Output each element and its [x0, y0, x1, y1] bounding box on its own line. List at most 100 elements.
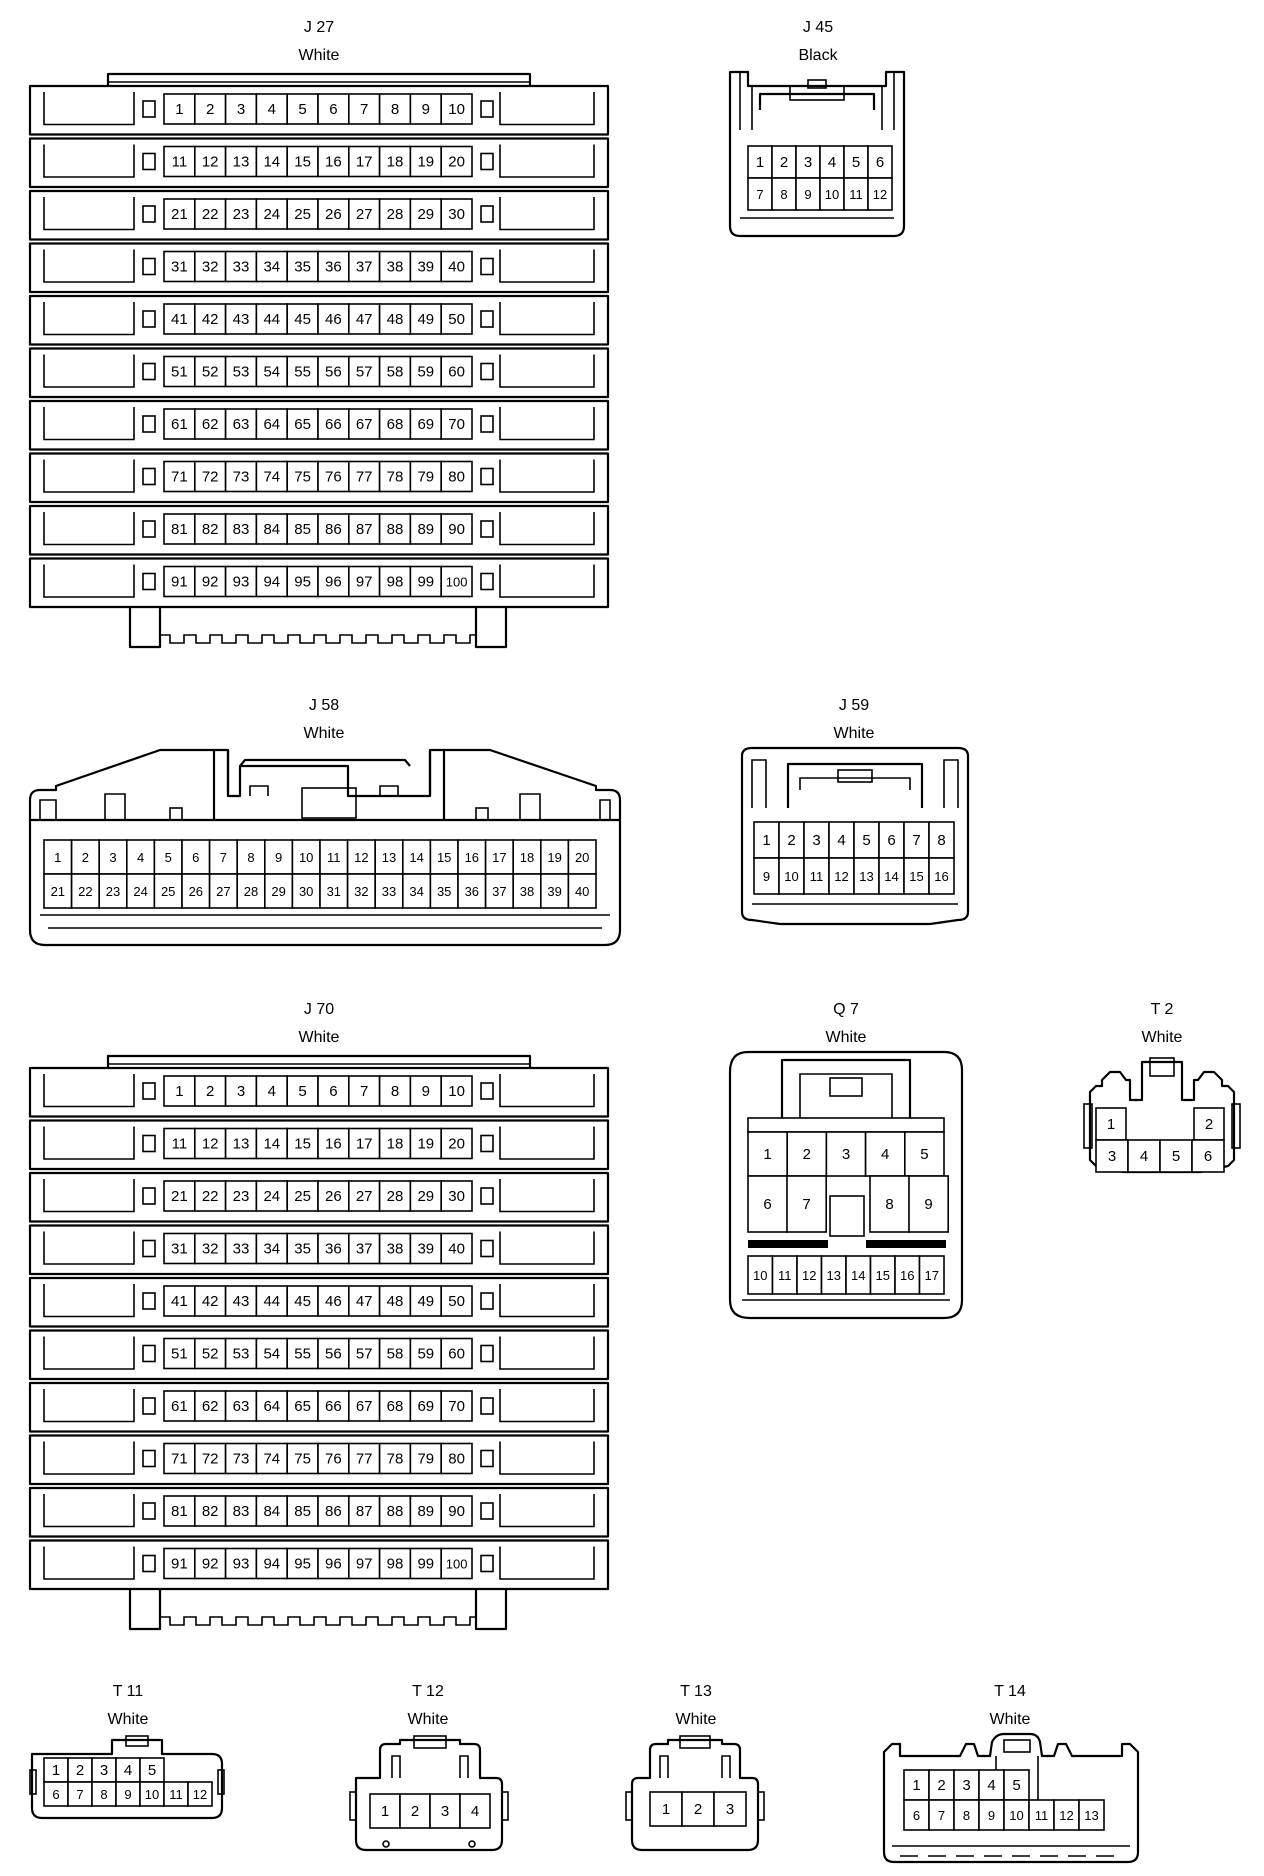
pin-cell: [163, 1285, 196, 1317]
pin-number: 3: [842, 1146, 850, 1163]
pin-cell: [255, 303, 288, 335]
pin-number: 62: [202, 416, 219, 433]
pin-cell: [317, 408, 350, 440]
housing-right-bay: [499, 564, 595, 598]
pin-cell: [409, 1180, 442, 1212]
housing-left-bay: [43, 1336, 135, 1370]
pin-number: 65: [294, 416, 311, 433]
housing-left-lock: [142, 467, 156, 486]
pin-cell: [681, 1791, 715, 1827]
pin-cell: [224, 1390, 258, 1422]
pin-cell: [440, 1442, 473, 1475]
pin-number: 70: [448, 416, 465, 433]
pin-number: 42: [202, 311, 219, 328]
pin-number: 36: [465, 884, 479, 899]
housing-top-flange: [106, 1054, 532, 1068]
pin-cell: [378, 250, 412, 283]
housing-left-bay: [43, 1231, 135, 1265]
housing-left-bay: [43, 1441, 135, 1475]
pin-number: 11: [1035, 1808, 1049, 1823]
pin-cell: [440, 1127, 473, 1160]
pin-cell: [317, 93, 350, 125]
pin-number: 57: [356, 364, 373, 381]
pin-number: 29: [271, 884, 285, 899]
pin-cell: [286, 1337, 319, 1370]
pin-cell: [440, 303, 473, 335]
pin-cell: [286, 1390, 319, 1422]
pin-number: 51: [171, 364, 188, 381]
pin-number: 29: [417, 1188, 434, 1205]
pin-number: 41: [171, 1293, 188, 1310]
housing-right-bay: [499, 197, 595, 231]
pin-number: 48: [387, 1293, 404, 1310]
pin-cell: [440, 1075, 473, 1107]
housing-left-lock: [142, 1554, 156, 1573]
pin-number: 4: [1140, 1148, 1148, 1165]
pin-number: 7: [360, 101, 368, 118]
housing-right-lock: [480, 1554, 494, 1573]
pin-cell: [378, 93, 412, 125]
pin-number: 15: [876, 1268, 890, 1283]
pin-number: 10: [753, 1268, 767, 1283]
pin-number: 48: [387, 311, 404, 328]
pin-cell: [286, 1075, 319, 1107]
pin-cell: [378, 1127, 412, 1160]
pin-cell: [153, 873, 183, 909]
pin-number: 35: [294, 1241, 311, 1258]
connector-j58-color: White: [304, 725, 345, 742]
pin-cell: [409, 1075, 442, 1107]
housing-right-bay: [499, 1231, 595, 1265]
pin-number: 24: [263, 206, 280, 223]
pin-number: 90: [448, 521, 465, 538]
pin-number: 35: [437, 884, 451, 899]
pin-number: 45: [294, 1293, 311, 1310]
pin-number: 3: [237, 1083, 245, 1100]
connector-t11-id: T 11: [113, 1683, 144, 1700]
housing-right-bay: [499, 1546, 595, 1580]
pin-number: 22: [202, 206, 219, 223]
connector-j27-housing: [28, 72, 610, 649]
pin-cell: [440, 1232, 473, 1265]
pin-cell: [440, 513, 473, 545]
pin-number: 64: [263, 416, 280, 433]
pin-number: 39: [417, 1241, 434, 1258]
pin-number: 69: [417, 1398, 434, 1415]
connector-t13-id: T 13: [680, 1683, 712, 1700]
housing-left-lock: [142, 1134, 156, 1153]
pin-number: 6: [329, 1083, 337, 1100]
pin-cell: [378, 1285, 412, 1317]
pin-cell: [263, 839, 294, 875]
housing-row-frame: [28, 1119, 610, 1171]
pin-number: 13: [233, 1136, 250, 1153]
housing-right-bay: [499, 1284, 595, 1318]
pin-cell: [286, 1180, 319, 1212]
housing-row-frame: [28, 1276, 610, 1328]
connector-t12-housing: [349, 1735, 509, 1852]
pin-number: 76: [325, 469, 342, 486]
housing-left-bay: [43, 1546, 135, 1580]
pin-number: 28: [387, 1188, 404, 1205]
housing-left-bay: [43, 144, 135, 178]
housing-row-frame: [28, 242, 610, 294]
pin-cell: [163, 1127, 196, 1160]
pin-number: 10: [784, 869, 798, 884]
pin-cell: [224, 303, 258, 335]
pin-cell: [255, 408, 288, 440]
pin-cell: [1028, 1799, 1055, 1831]
pin-cell: [843, 177, 869, 211]
pin-cell: [378, 1337, 412, 1370]
pin-cell: [194, 1180, 227, 1212]
pin-number: 20: [448, 1136, 465, 1153]
pin-number: 36: [325, 259, 342, 276]
housing-right-bay: [499, 1179, 595, 1213]
pin-number: 8: [885, 1196, 893, 1213]
pin-cell: [539, 839, 570, 875]
housing-right-bay: [499, 249, 595, 283]
pin-number: 100: [446, 575, 468, 590]
pin-cell: [347, 303, 381, 335]
pin-number: 88: [387, 1503, 404, 1520]
